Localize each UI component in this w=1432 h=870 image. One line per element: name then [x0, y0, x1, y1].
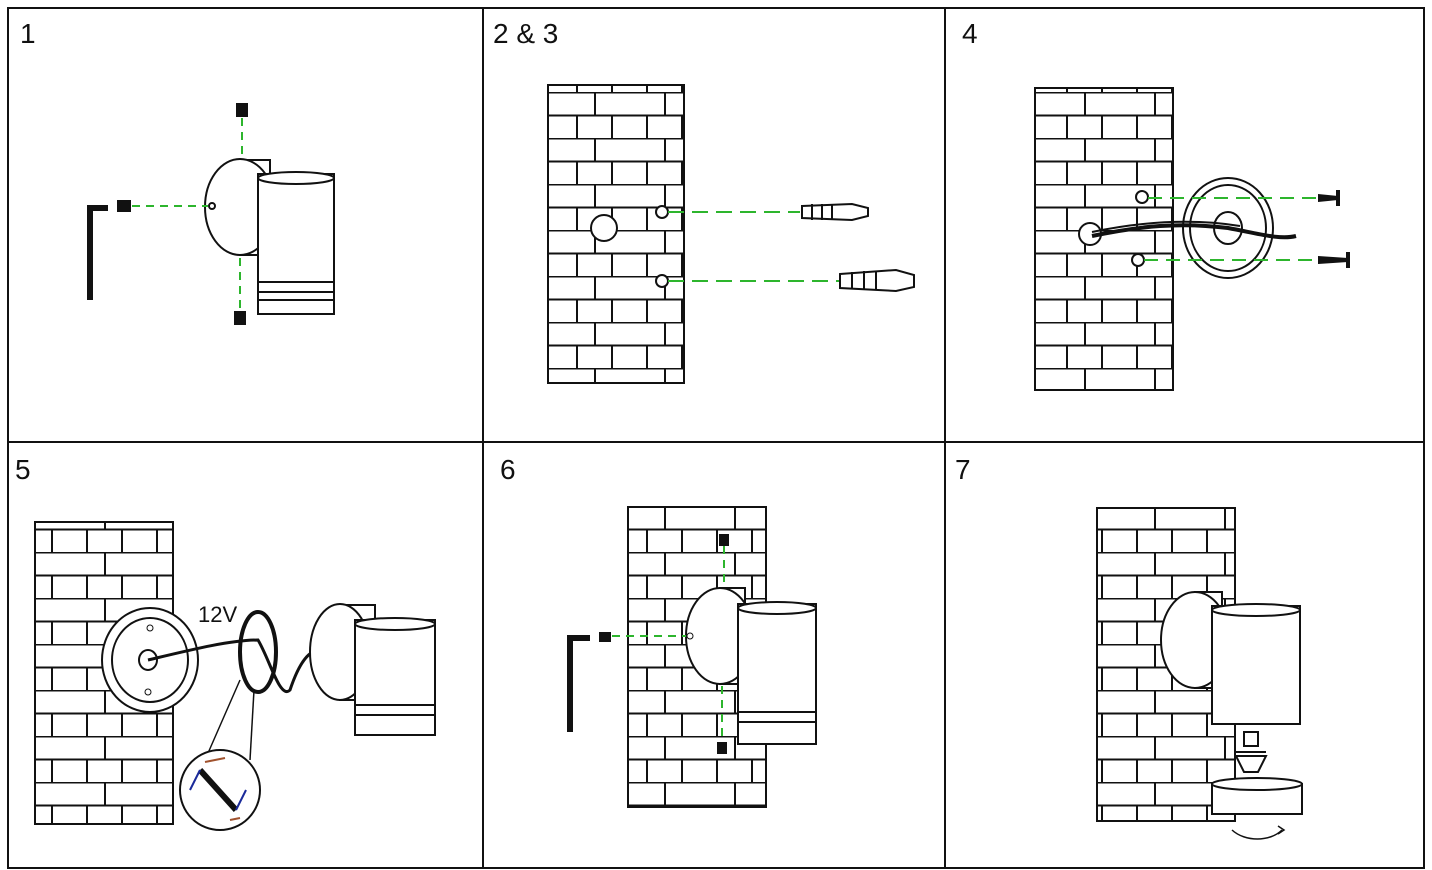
panel-5-drawing — [34, 521, 436, 831]
panel-label-1: 1 — [20, 18, 36, 49]
panel-label-6: 6 — [500, 454, 516, 485]
wall-plug-icon — [839, 268, 915, 293]
rotate-arrow-icon — [1231, 829, 1283, 840]
panel-label-2-3: 2 & 3 — [493, 18, 559, 49]
cable — [1091, 223, 1297, 240]
terminal-loop — [238, 610, 278, 694]
lens-ring — [1211, 777, 1303, 815]
allen-key-icon — [87, 205, 108, 300]
panel-label-7: 7 — [955, 454, 971, 485]
light-cylinder — [1211, 605, 1301, 725]
panel-label-4: 4 — [962, 18, 978, 49]
wall-plug-icon — [801, 202, 869, 222]
grub-screw-bottom — [234, 311, 246, 325]
voltage-label: 12V — [198, 602, 238, 627]
panel-7-drawing — [1096, 507, 1303, 840]
cable-hole — [590, 214, 618, 242]
table-frame — [7, 7, 1425, 869]
panel-label-5: 5 — [15, 454, 31, 485]
lamp-bulb-icon — [1234, 731, 1268, 773]
grub-screw-top — [236, 103, 248, 117]
panel-4-drawing — [1034, 87, 1350, 391]
panel-2-drawing — [547, 84, 915, 384]
light-cylinder — [354, 619, 436, 736]
grub-screw-left — [117, 200, 131, 212]
panel-6-drawing — [567, 506, 817, 808]
panel-1-drawing — [87, 103, 335, 325]
screw-icon — [1318, 190, 1350, 268]
cable — [147, 638, 321, 694]
allen-key-icon — [567, 635, 590, 732]
light-cylinder — [737, 603, 817, 745]
brick-wall — [1034, 87, 1174, 391]
